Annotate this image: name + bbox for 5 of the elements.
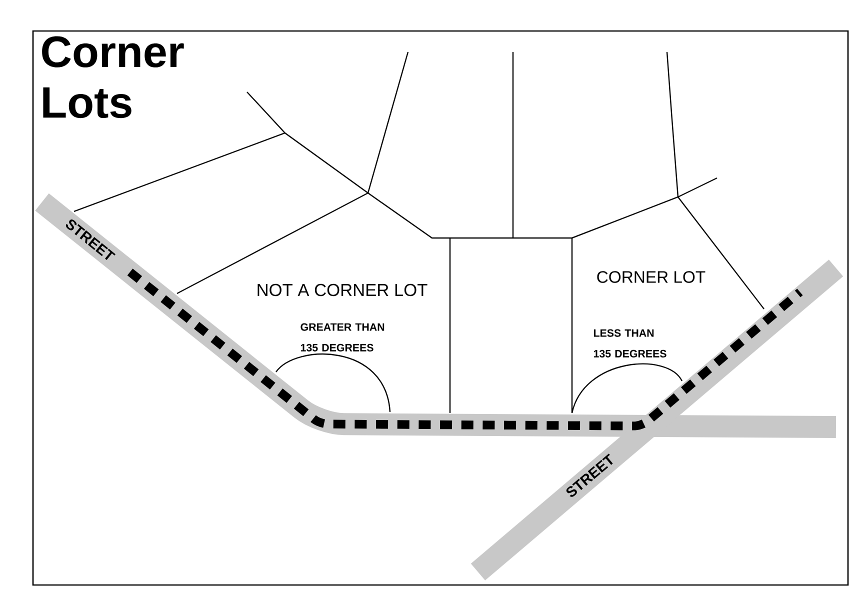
lot-label: NOT A CORNER LOT: [258, 284, 428, 296]
angle-label: LESS THAN 135 DEGREES: [594, 329, 666, 358]
title: Corner Lots: [42, 36, 184, 118]
angle-label: GREATER THAN 135 DEGREES: [300, 323, 384, 352]
lot-label: CORNER LOT: [597, 271, 706, 283]
